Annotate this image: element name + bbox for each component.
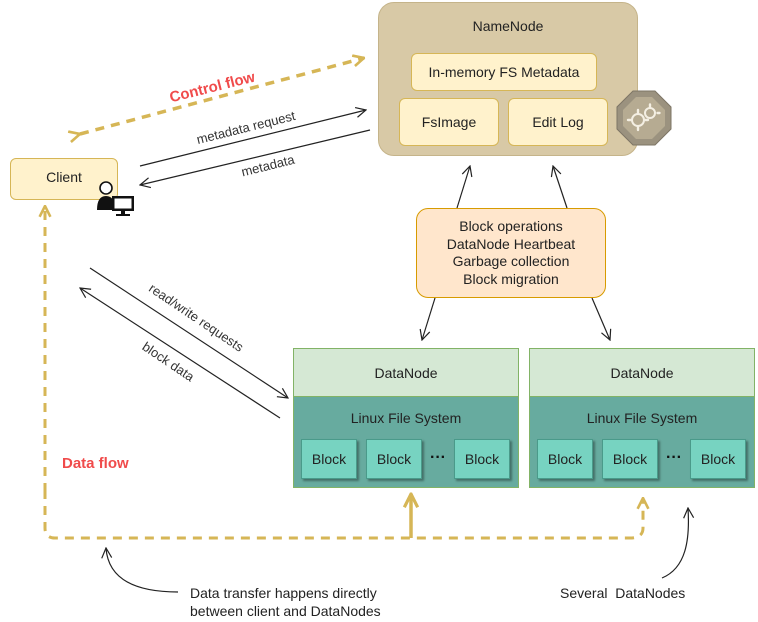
datanode-2-fs-label: Linux File System xyxy=(586,410,698,426)
user-computer-icon xyxy=(97,181,134,216)
datanode-2-block-2: Block xyxy=(602,439,658,479)
ops-line-heartbeat: DataNode Heartbeat xyxy=(446,235,576,252)
ops-line-garbage-collection: Garbage collection xyxy=(452,253,570,269)
note-several-pointer xyxy=(661,508,688,579)
rw-requests-label: read/write requests xyxy=(146,280,246,355)
ops-line-block-operations: Block operations xyxy=(459,218,563,234)
note-data-transfer-line-1: Data transfer happens directly xyxy=(190,585,377,601)
metadata-request-label: metadata request xyxy=(195,108,297,147)
metadata-response-arrow xyxy=(140,129,371,185)
note-data-transfer: Data transfer happens directly between c… xyxy=(190,584,381,620)
note-transfer-pointer xyxy=(106,548,179,593)
control-flow-arrow xyxy=(80,58,364,134)
metadata-label: metadata xyxy=(240,151,297,179)
nn-to-ops-right-arrow xyxy=(553,166,568,209)
datanode-2-title: DataNode xyxy=(530,349,754,397)
fs-metadata-box: In-memory FS Metadata xyxy=(411,53,597,91)
datanode-2: DataNode Linux File System Block Block ·… xyxy=(529,348,755,488)
fsimage-box: FsImage xyxy=(399,98,499,146)
nn-to-ops-left-arrow xyxy=(456,166,470,209)
datanode-2-ellipsis: ··· xyxy=(666,449,682,466)
datanode-1-block-3: Block xyxy=(454,439,510,479)
datanode-1-title: DataNode xyxy=(294,349,518,397)
datanode-1-block-2: Block xyxy=(366,439,422,479)
datanode-2-block-3: Block xyxy=(690,439,746,479)
control-flow-label: Control flow xyxy=(168,69,257,107)
block-data-arrow xyxy=(80,288,281,419)
data-flow-path xyxy=(43,490,643,540)
note-several-datanodes: Several DataNodes xyxy=(560,585,686,601)
datanode-1-block-1: Block xyxy=(301,439,357,479)
datanode-2-block-1: Block xyxy=(537,439,593,479)
datanode-1: DataNode Linux File System Block Block ·… xyxy=(293,348,519,488)
datanode-1-fs-label: Linux File System xyxy=(350,410,462,426)
namenode-title: NameNode xyxy=(472,18,544,34)
data-flow-label: Data flow xyxy=(62,455,129,472)
metadata-request-arrow xyxy=(139,110,366,167)
gear-icon xyxy=(616,90,672,146)
ops-to-dn1-arrow xyxy=(422,297,436,340)
ops-line-block-migration: Block migration xyxy=(463,270,559,287)
datanode-1-ellipsis: ··· xyxy=(430,449,446,466)
client-box: Client xyxy=(10,158,118,200)
note-data-transfer-line-2: between client and DataNodes xyxy=(190,603,381,619)
rw-requests-arrow xyxy=(89,267,288,398)
editlog-box: Edit Log xyxy=(508,98,608,146)
ops-to-dn2-arrow xyxy=(591,297,610,340)
block-operations-box: Block operations DataNode Heartbeat Garb… xyxy=(416,208,606,298)
